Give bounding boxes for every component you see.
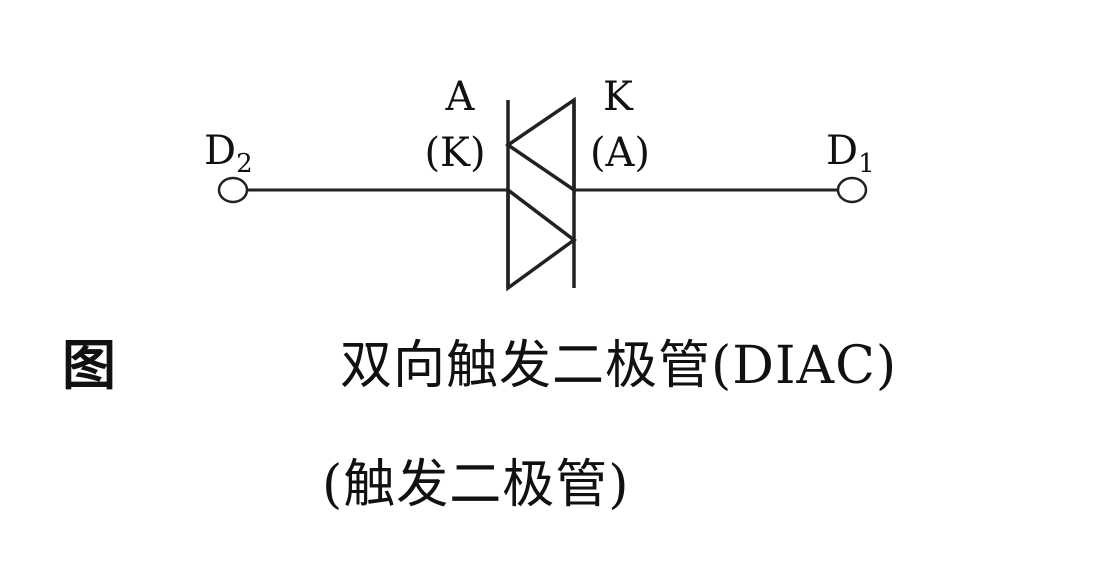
right-electrode-alternate-label: (A) xyxy=(590,130,650,176)
right-electrode-primary-label: K xyxy=(603,74,634,120)
reverse-diode-triangle xyxy=(504,96,576,194)
figure-subtitle: (触发二极管) xyxy=(322,455,630,515)
terminal-d2-circle xyxy=(217,176,249,204)
forward-diode-triangle xyxy=(506,186,577,292)
left-electrode-primary-label: A xyxy=(445,74,476,120)
left-electrode-alternate-label: (K) xyxy=(424,130,485,176)
terminal-d1-label: D1 xyxy=(826,128,875,179)
figure-label: 图 xyxy=(62,334,116,397)
figure-title: 双向触发二极管(DIAC) xyxy=(340,336,898,396)
terminal-d2-label: D2 xyxy=(204,128,253,179)
terminal-d1-circle xyxy=(836,176,868,204)
